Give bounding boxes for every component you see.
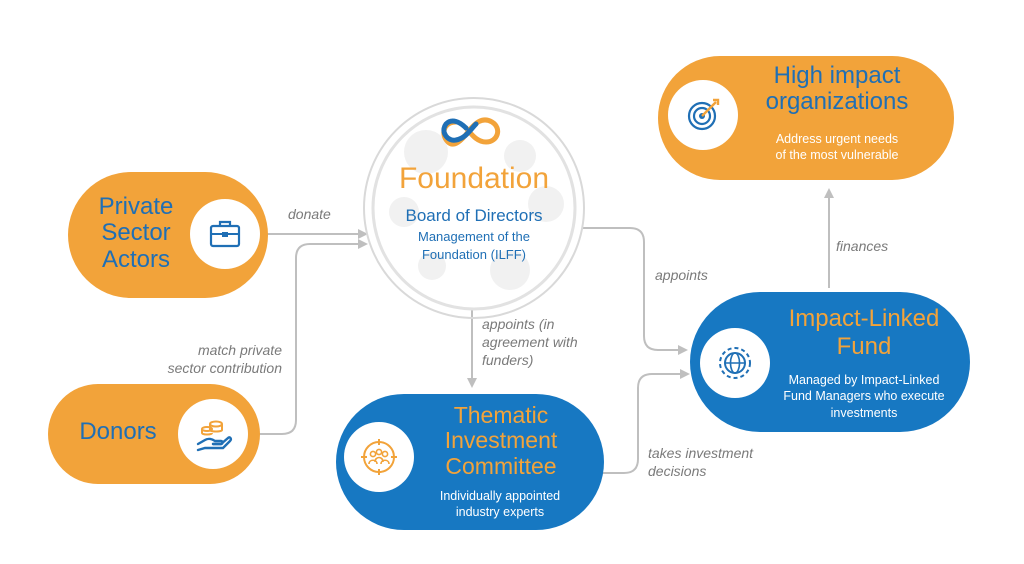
connector-appoints-fund [582,227,688,355]
impact-fund-title: Impact-Linked Fund [788,305,940,360]
label-match: match private sector contribution [167,342,282,377]
foundation-title: Foundation [398,162,550,195]
label-finances: finances [836,238,889,254]
foundation-subtitle: Board of Directors [405,206,543,225]
private-sector-title: Private Sector Actors [98,193,174,273]
thematic-committee-title: Thematic Investment Committee [444,402,558,479]
high-impact-title: High impact organizations [765,62,909,116]
foundation-desc: Management of the Foundation (ILFF) [417,229,531,262]
committee-people-icon [344,422,414,492]
connector-match [256,239,368,435]
impact-fund-desc: Managed by Impact-Linked Fund Managers w… [783,373,945,420]
connector-decisions [600,369,690,474]
foundation-node [363,97,585,319]
label-donate: donate [288,206,331,222]
thematic-committee-desc: Individually appointed industry experts [439,489,561,520]
label-decisions: takes investment decisions [648,445,754,480]
high-impact-desc: Address urgent needs of the most vulnera… [775,132,899,163]
briefcase-icon [190,199,260,269]
globe-gear-icon [700,328,770,398]
foundation-logo-icon [441,117,501,147]
label-appoints-committee: appoints (in agreement with funders) [482,316,578,369]
label-appoints-fund: appoints [655,267,708,283]
target-icon [668,80,738,150]
donors-title: Donors [79,418,157,445]
coins-in-hand-icon [178,399,248,469]
